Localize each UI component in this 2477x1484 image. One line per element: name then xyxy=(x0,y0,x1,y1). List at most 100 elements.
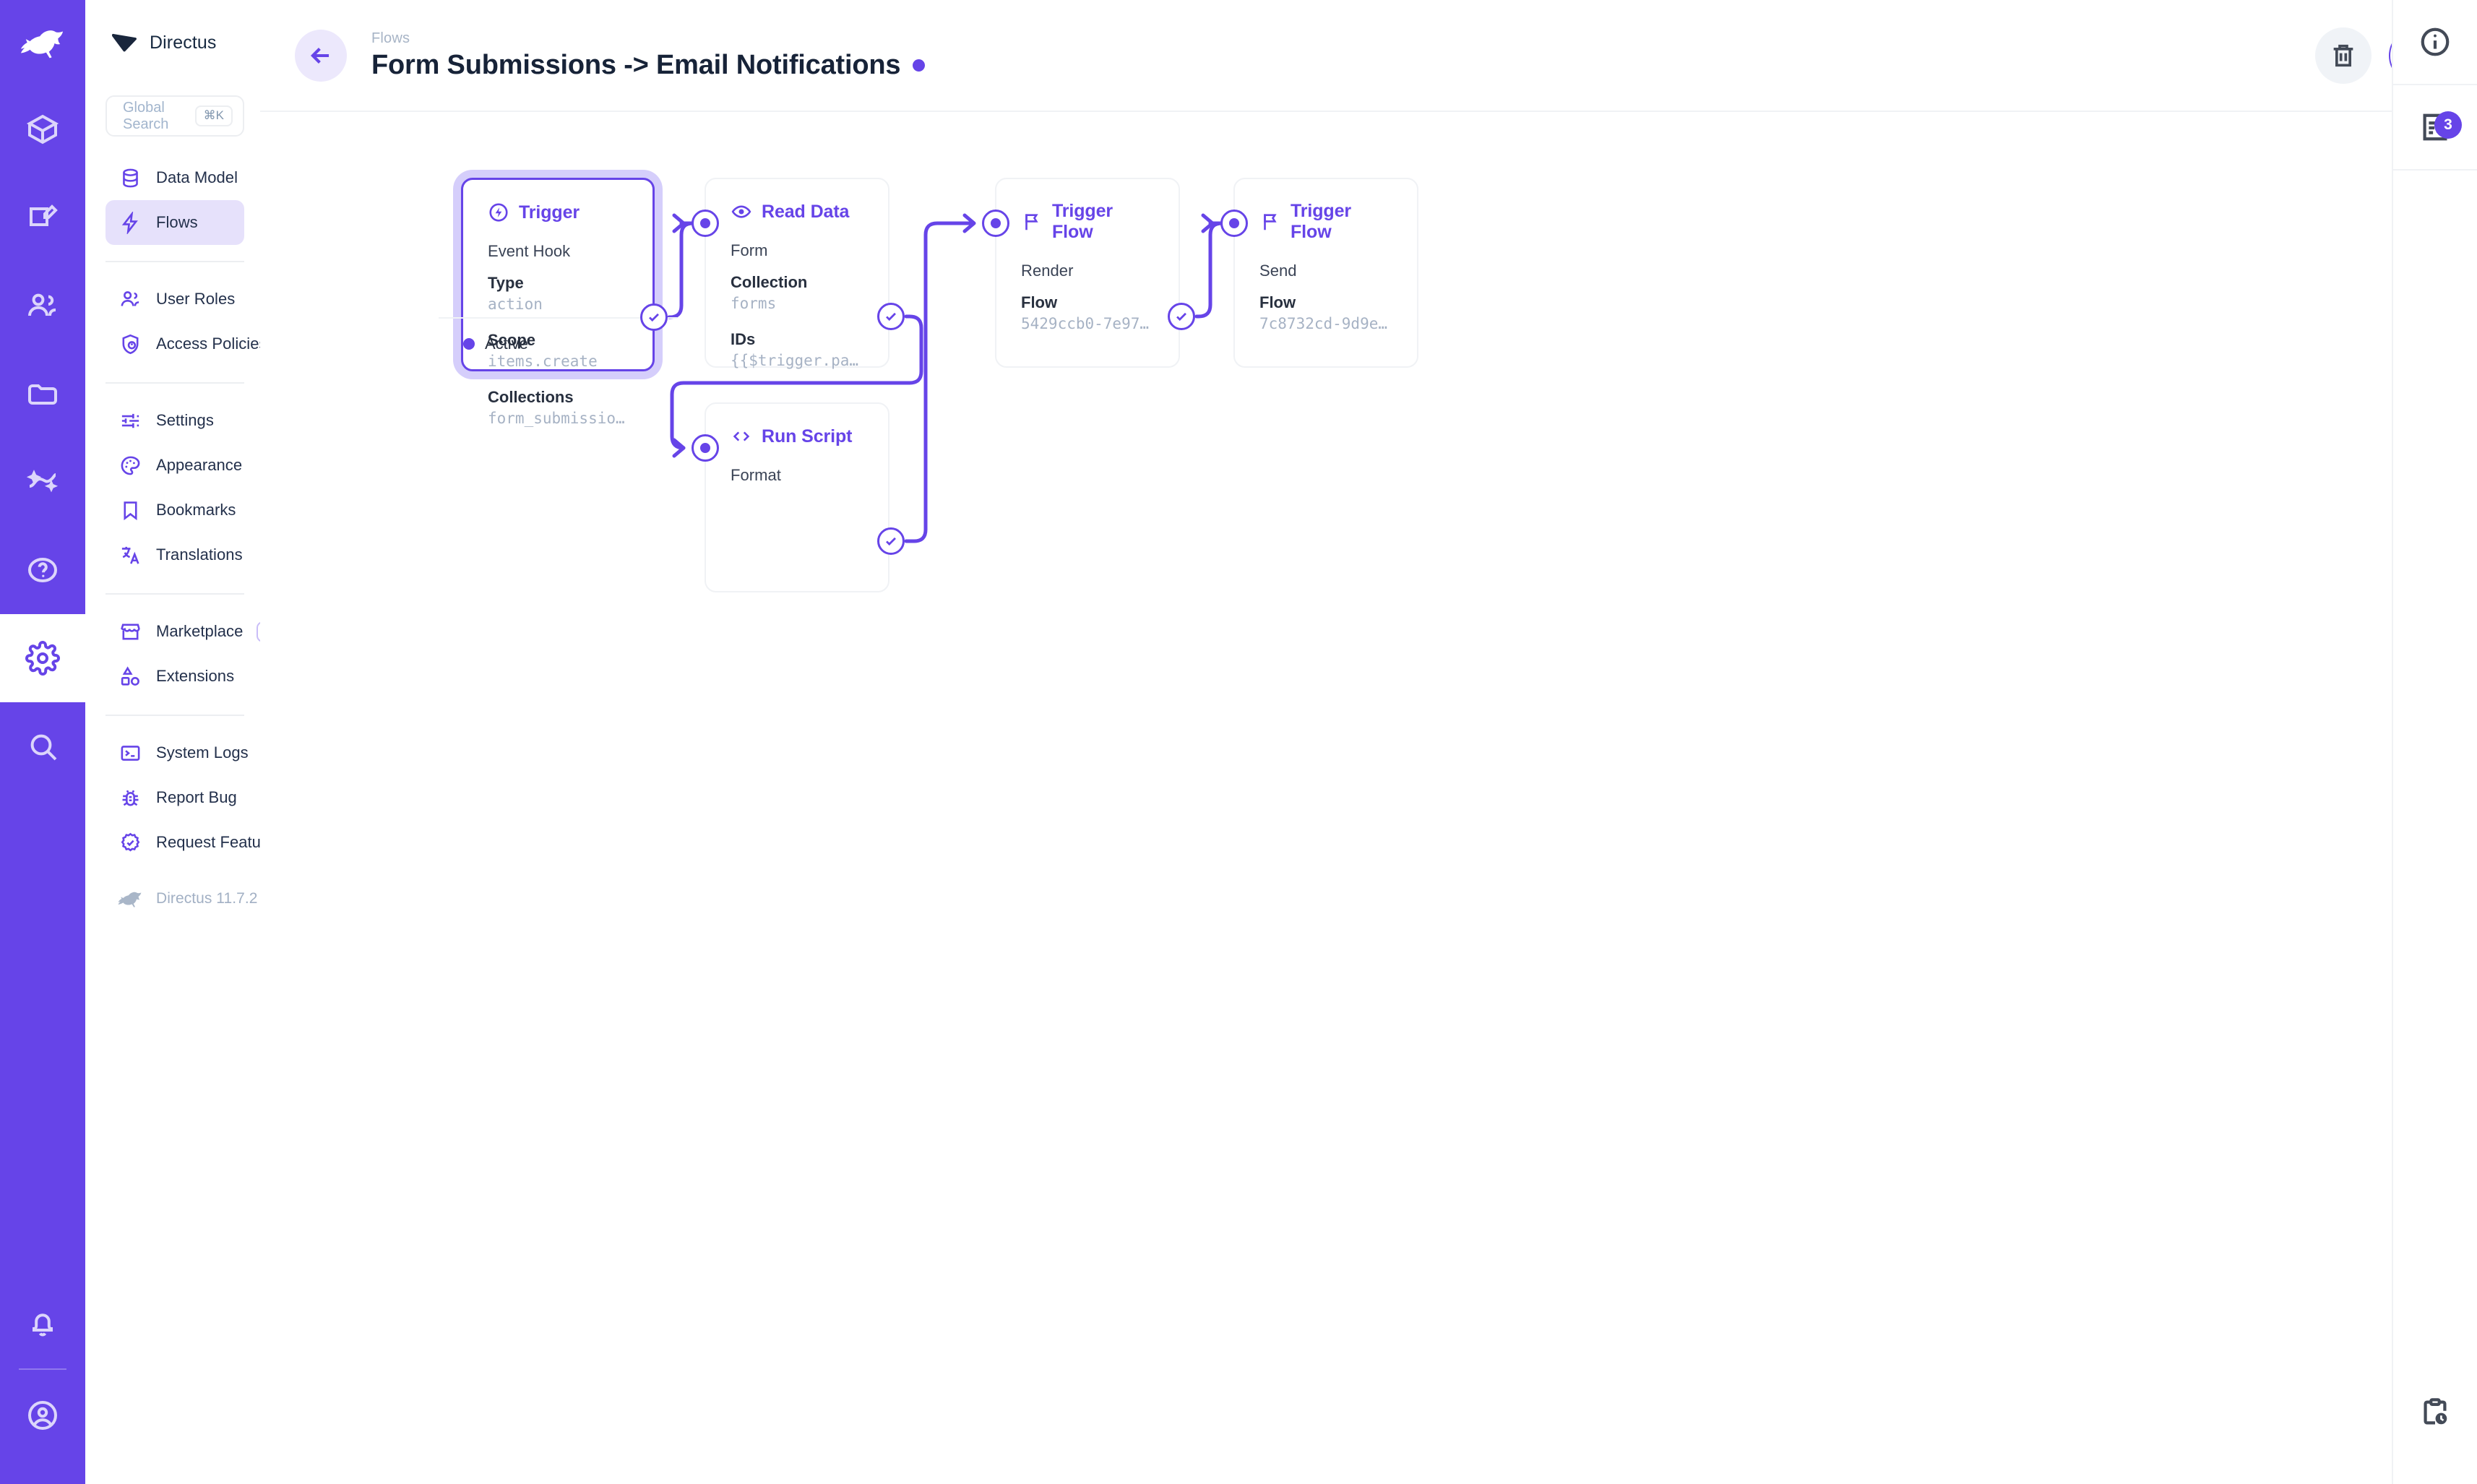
sidebar-item-bookmarks[interactable]: Bookmarks xyxy=(105,488,244,532)
node-status: Active xyxy=(485,335,528,353)
rail-item-user-directory[interactable] xyxy=(0,262,85,350)
sidebar-item-settings[interactable]: Settings xyxy=(105,398,244,443)
sidebar-divider xyxy=(105,382,244,384)
rail-item-settings[interactable] xyxy=(0,614,85,702)
page-title-row: Form Submissions -> Email Notifications xyxy=(371,50,926,81)
field-value: items.create xyxy=(488,352,598,370)
active-dot-icon xyxy=(463,338,475,350)
field-value: {{$trigger.payload.form}} xyxy=(731,351,863,369)
back-button[interactable] xyxy=(295,29,347,82)
info-icon xyxy=(2421,27,2450,56)
node-header: Trigger Flow xyxy=(1259,201,1392,243)
sidebar-item-request-feature[interactable]: Request Feature xyxy=(105,820,275,865)
sidebar-divider xyxy=(105,715,244,716)
sidebar-item-label: Bookmarks xyxy=(156,501,236,519)
sidebar-item-flows[interactable]: Flows xyxy=(105,200,244,245)
rail-item-notifications[interactable] xyxy=(0,1283,85,1363)
node-input-port[interactable] xyxy=(692,434,719,462)
content-icon xyxy=(26,114,59,144)
bell-icon xyxy=(33,1313,53,1337)
translate-icon xyxy=(118,543,142,567)
sliders-icon xyxy=(118,408,142,433)
flow-node-trigger-flow-render[interactable]: Trigger Flow Render Flow 5429ccb0-7e97-4… xyxy=(982,178,1195,368)
clipboard-clock-icon xyxy=(2424,1398,2447,1425)
rail-item-content[interactable] xyxy=(0,85,85,173)
field-key: Flow xyxy=(1021,293,1058,311)
sidebar-item-report-bug[interactable]: Report Bug xyxy=(105,775,244,820)
field-value: action xyxy=(488,295,543,313)
node-header: Trigger Flow xyxy=(1021,201,1154,243)
flow-node-read-data[interactable]: Read Data Form Collection forms IDs {{$t… xyxy=(692,178,905,371)
node-title: Trigger Flow xyxy=(1052,201,1113,242)
node-subtitle: Event Hook xyxy=(488,242,571,260)
sidebar-group-4: Marketplace Beta Extensions xyxy=(85,609,303,699)
node-subtitle: Format xyxy=(731,466,781,484)
sidebar-item-label: Marketplace xyxy=(156,622,244,640)
node-subtitle: Form xyxy=(731,241,768,259)
version-label: Directus 11.7.2 xyxy=(156,890,258,907)
shapes-icon xyxy=(118,664,142,689)
rail-item-search[interactable] xyxy=(0,702,85,790)
flow-node-run-script[interactable]: Run Script Format xyxy=(692,402,905,592)
gear-icon xyxy=(25,641,60,676)
search-shortcut: ⌘K xyxy=(194,105,233,126)
logs-button[interactable] xyxy=(2392,1370,2477,1455)
rail-item-editor[interactable] xyxy=(0,173,85,262)
module-rail xyxy=(0,0,85,1484)
flow-canvas[interactable]: Trigger Event Hook Type action Scope ite… xyxy=(260,112,2477,1484)
users-icon xyxy=(28,293,56,316)
field-value: 7c8732cd-9d9e-44be xyxy=(1259,314,1392,332)
trash-icon xyxy=(2333,44,2353,66)
revisions-button[interactable]: 3 xyxy=(2392,85,2477,171)
sidebar-item-system-logs[interactable]: System Logs xyxy=(105,730,249,775)
flow-node-trigger-flow-send[interactable]: Trigger Flow Send Flow 7c8732cd-9d9e-44b… xyxy=(1220,178,1418,368)
node-input-port[interactable] xyxy=(692,210,719,237)
sidebar-item-translations[interactable]: Translations xyxy=(105,532,244,577)
check-icon xyxy=(1176,312,1186,322)
rabbit-logo-icon xyxy=(20,30,64,59)
node-resolve-port[interactable] xyxy=(877,303,905,330)
breadcrumb[interactable]: Flows xyxy=(371,30,410,46)
sidebar-item-data-model[interactable]: Data Model xyxy=(105,155,244,200)
brand-name: Directus xyxy=(150,32,217,53)
info-button[interactable] xyxy=(2392,0,2477,85)
sidebar-item-user-roles[interactable]: User Roles xyxy=(105,277,244,322)
sidebar-item-extensions[interactable]: Extensions xyxy=(105,654,244,699)
node-header: Read Data xyxy=(731,201,863,223)
field-key: Type xyxy=(488,274,524,292)
sidebar-divider xyxy=(105,261,244,262)
field-value: form_submissions xyxy=(488,409,628,427)
delete-button[interactable] xyxy=(2315,27,2372,84)
node-input-port[interactable] xyxy=(982,210,1009,237)
page-header: Flows Form Submissions -> Email Notifica… xyxy=(260,0,2477,112)
sidebar-item-appearance[interactable]: Appearance xyxy=(105,443,244,488)
node-input-port[interactable] xyxy=(1220,210,1248,237)
sidebar-item-label: System Logs xyxy=(156,743,249,762)
field-value: forms xyxy=(731,294,777,312)
node-resolve-port[interactable] xyxy=(1168,303,1195,330)
check-icon xyxy=(886,312,896,322)
editor-icon xyxy=(30,204,58,226)
revisions-badge: 3 xyxy=(2434,111,2462,139)
module-rail-bottom xyxy=(0,1283,85,1484)
rail-item-help[interactable] xyxy=(0,526,85,614)
sidebar-item-marketplace[interactable]: Marketplace Beta xyxy=(105,609,303,654)
node-field: IDs {{$trigger.payload.form}} xyxy=(731,329,863,371)
flag-icon xyxy=(1259,211,1281,233)
rail-item-insights[interactable] xyxy=(0,438,85,526)
node-field: Flow 7c8732cd-9d9e-44be xyxy=(1259,292,1392,335)
sidebar-item-access-policies[interactable]: Access Policies xyxy=(105,322,267,366)
rail-item-account[interactable] xyxy=(0,1376,85,1455)
field-key: Collection xyxy=(731,273,808,291)
sidebar-item-label: Appearance xyxy=(156,456,243,474)
sidebar-brand[interactable]: Directus xyxy=(85,0,260,85)
directus-logo-button[interactable] xyxy=(0,0,85,85)
search-input[interactable]: Global Search ⌘K xyxy=(105,95,244,137)
rail-item-file-library[interactable] xyxy=(0,350,85,438)
node-resolve-port[interactable] xyxy=(640,303,668,331)
flow-node-trigger[interactable]: Trigger Event Hook Type action Scope ite… xyxy=(439,178,677,427)
page-title-block: Flows Form Submissions -> Email Notifica… xyxy=(371,30,926,81)
node-resolve-port[interactable] xyxy=(877,527,905,555)
arrow-left-icon xyxy=(311,47,329,64)
